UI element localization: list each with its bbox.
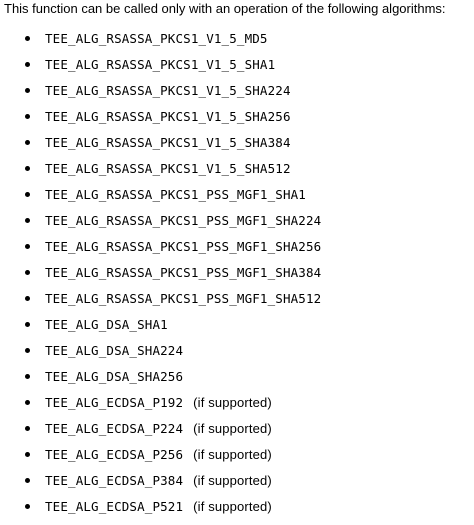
algorithm-name: TEE_ALG_RSASSA_PKCS1_V1_5_SHA224 bbox=[45, 83, 291, 98]
algorithm-name: TEE_ALG_ECDSA_P224 (if supported) bbox=[45, 416, 272, 442]
algorithm-name: TEE_ALG_DSA_SHA1 bbox=[45, 317, 168, 332]
algorithm-code: TEE_ALG_ECDSA_P521 bbox=[45, 499, 184, 514]
algorithm-name: TEE_ALG_RSASSA_PKCS1_PSS_MGF1_SHA512 bbox=[45, 291, 322, 306]
bullet-icon bbox=[25, 244, 30, 249]
algorithm-name: TEE_ALG_ECDSA_P256 (if supported) bbox=[45, 442, 272, 468]
algorithm-name: TEE_ALG_ECDSA_P192 (if supported) bbox=[45, 390, 272, 416]
algorithm-code: TEE_ALG_ECDSA_P192 bbox=[45, 395, 184, 410]
bullet-icon bbox=[25, 166, 30, 171]
algorithm-note: (if supported) bbox=[193, 395, 272, 410]
algorithm-code: TEE_ALG_ECDSA_P224 bbox=[45, 421, 184, 436]
algorithm-name: TEE_ALG_RSASSA_PKCS1_V1_5_SHA1 bbox=[45, 57, 276, 72]
algorithm-note: (if supported) bbox=[193, 447, 272, 462]
bullet-icon bbox=[25, 36, 30, 41]
algorithm-code: TEE_ALG_ECDSA_P384 bbox=[45, 473, 184, 488]
bullet-icon bbox=[25, 270, 30, 275]
bullet-icon bbox=[25, 296, 30, 301]
algorithm-note: (if supported) bbox=[193, 473, 272, 488]
bullet-icon bbox=[25, 114, 30, 119]
bullet-icon bbox=[25, 348, 30, 353]
bullet-icon bbox=[25, 218, 30, 223]
intro-text: This function can be called only with an… bbox=[4, 1, 446, 16]
algorithm-name: TEE_ALG_RSASSA_PKCS1_PSS_MGF1_SHA224 bbox=[45, 213, 322, 228]
algorithm-name: TEE_ALG_RSASSA_PKCS1_V1_5_SHA384 bbox=[45, 135, 291, 150]
bullet-icon bbox=[25, 426, 30, 431]
algorithm-name: TEE_ALG_DSA_SHA224 bbox=[45, 343, 184, 358]
algorithm-name: TEE_ALG_RSASSA_PKCS1_PSS_MGF1_SHA384 bbox=[45, 265, 322, 280]
algorithm-name: TEE_ALG_RSASSA_PKCS1_V1_5_SHA512 bbox=[45, 161, 291, 176]
bullet-icon bbox=[25, 478, 30, 483]
bullet-icon bbox=[25, 140, 30, 145]
bullet-icon bbox=[25, 192, 30, 197]
bullet-icon bbox=[25, 452, 30, 457]
algorithm-name: TEE_ALG_ECDSA_P384 (if supported) bbox=[45, 468, 272, 494]
bullet-icon bbox=[25, 400, 30, 405]
bullet-icon bbox=[25, 62, 30, 67]
bullet-icon bbox=[25, 322, 30, 327]
bullet-icon bbox=[25, 88, 30, 93]
algorithm-note: (if supported) bbox=[193, 421, 272, 436]
algorithm-code: TEE_ALG_ECDSA_P256 bbox=[45, 447, 184, 462]
algorithm-name: TEE_ALG_RSASSA_PKCS1_PSS_MGF1_SHA256 bbox=[45, 239, 322, 254]
algorithm-name: TEE_ALG_RSASSA_PKCS1_V1_5_MD5 bbox=[45, 31, 268, 46]
algorithm-name: TEE_ALG_ECDSA_P521 (if supported) bbox=[45, 494, 272, 520]
bullet-icon bbox=[25, 374, 30, 379]
algorithm-name: TEE_ALG_RSASSA_PKCS1_V1_5_SHA256 bbox=[45, 109, 291, 124]
algorithm-name: TEE_ALG_DSA_SHA256 bbox=[45, 369, 184, 384]
algorithm-note: (if supported) bbox=[193, 499, 272, 514]
algorithm-name: TEE_ALG_RSASSA_PKCS1_PSS_MGF1_SHA1 bbox=[45, 187, 306, 202]
bullet-icon bbox=[25, 504, 30, 509]
